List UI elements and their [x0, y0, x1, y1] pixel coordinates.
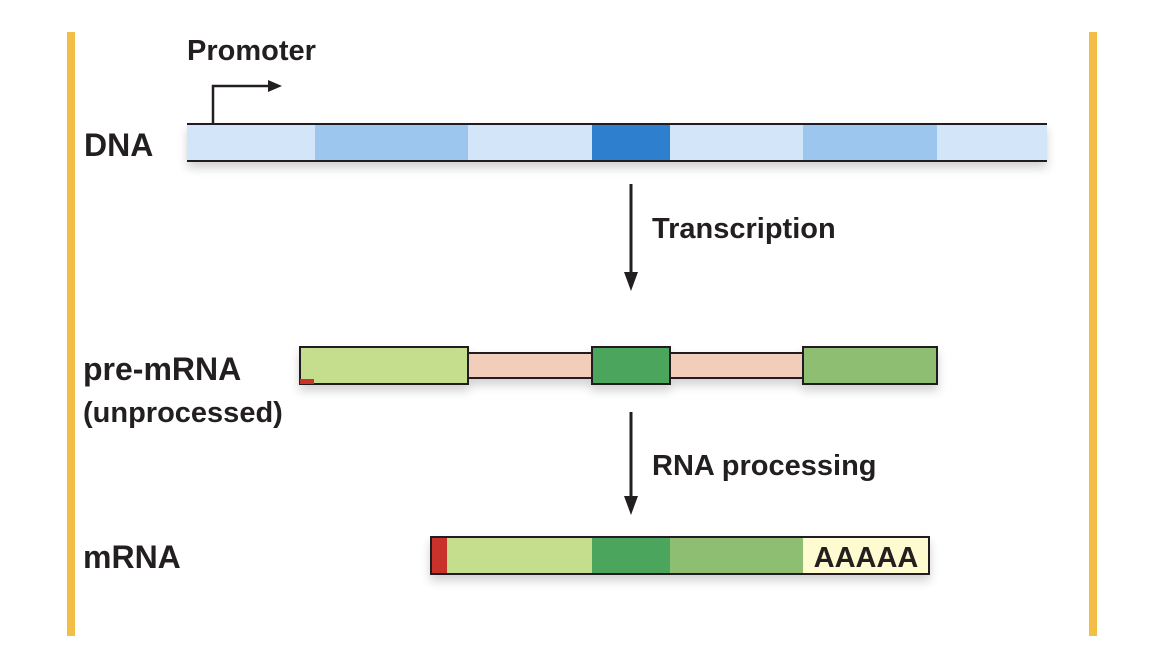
unprocessed-label: (unprocessed): [83, 397, 283, 429]
rna-processing-arrow-icon: [624, 412, 638, 515]
transcription-label: Transcription: [652, 213, 836, 245]
rna-processing-label: RNA processing: [652, 450, 877, 482]
right-border-bar: [1089, 32, 1097, 636]
pre-mrna-label: pre-mRNA: [83, 351, 241, 387]
pre-mrna-intron-2: [670, 353, 803, 378]
dna-segment-4: [592, 124, 670, 161]
poly-a-label: AAAAA: [814, 542, 919, 574]
pre-mrna-exon-2: [591, 346, 671, 385]
mrna-exon-1: [447, 537, 592, 574]
dna-segment-6: [803, 124, 937, 161]
pre-mrna-strand: [299, 346, 938, 385]
mrna-poly-a-tail: [803, 537, 929, 574]
dna-label: DNA: [84, 127, 153, 163]
mrna-cap: [431, 537, 447, 574]
dna-segment-2: [315, 124, 468, 161]
dna-segment-1: [187, 124, 315, 161]
mrna-label: mRNA: [83, 539, 181, 575]
dna-segment-7: [937, 124, 1047, 161]
pre-mrna-exon-1: [299, 346, 469, 385]
mrna-exon-2: [592, 537, 670, 574]
mrna-exon-3: [670, 537, 803, 574]
dna-segment-5: [670, 124, 803, 161]
dna-segment-3: [468, 124, 592, 161]
pre-mrna-exon-3: [802, 346, 938, 385]
transcription-arrow-icon: [624, 184, 638, 291]
mrna-strand: [430, 536, 930, 575]
pre-mrna-cap: [300, 379, 314, 384]
dna-strand: [187, 123, 1047, 162]
promoter-label: Promoter: [187, 35, 316, 67]
promoter-arrow-icon: [211, 80, 282, 124]
left-border-bar: [67, 32, 75, 636]
pre-mrna-intron-1: [468, 353, 592, 378]
